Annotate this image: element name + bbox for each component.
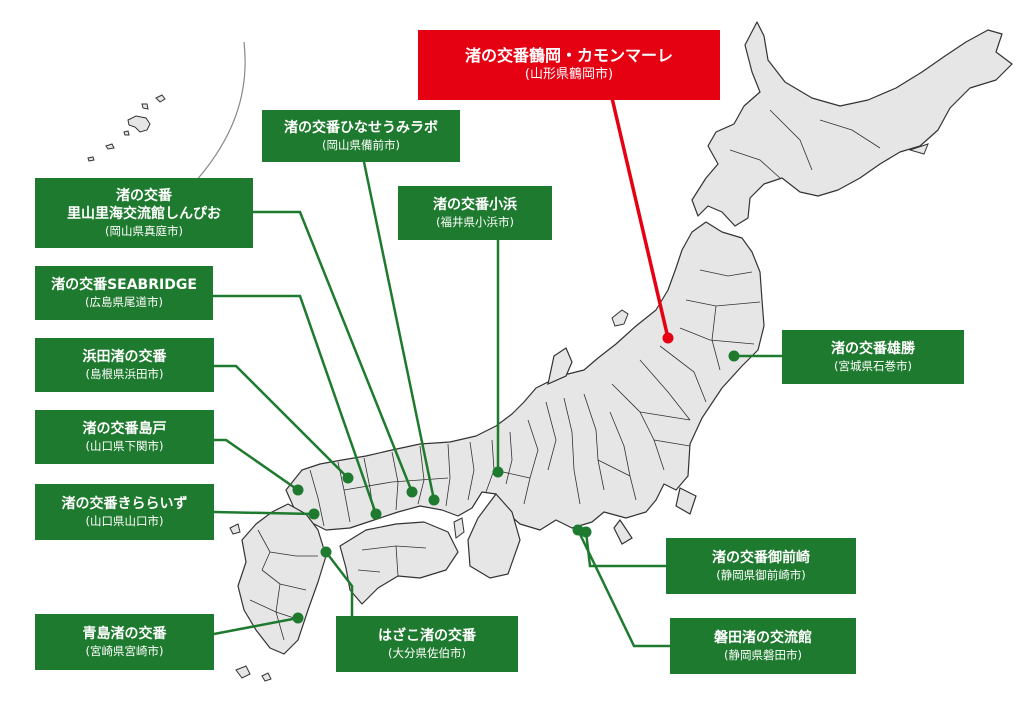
marker-seabridge — [370, 508, 382, 520]
label-seabridge: 渚の交番SEABRIDGE (広島県尾道市) — [35, 266, 213, 320]
label-name: 渚の交番小浜 — [433, 196, 517, 213]
marker-ogatsu — [728, 350, 740, 362]
label-omaezaki: 渚の交番御前崎 (静岡県御前崎市) — [666, 538, 856, 594]
marker-aoshima — [292, 612, 304, 624]
location-markers — [292, 332, 740, 624]
marker-hazako — [320, 546, 332, 558]
label-place: (山口県下関市) — [85, 438, 164, 453]
honshu — [285, 221, 765, 531]
okinawa-islands — [87, 94, 166, 162]
leader-line-shimado — [214, 438, 299, 492]
label-name: 渚の交番御前崎 — [712, 549, 810, 566]
label-place: (広島県尾道市) — [85, 294, 163, 309]
label-hazako: はざこ渚の交番 (大分県佐伯市) — [336, 616, 518, 672]
label-shinpio: 渚の交番 里山里海交流館しんぴお (岡山県真庭市) — [35, 178, 253, 248]
hokkaido — [691, 21, 1013, 227]
label-place: (大分県佐伯市) — [388, 645, 466, 660]
label-name: 渚の交番SEABRIDGE — [51, 276, 197, 293]
label-place: (宮城県石巻市) — [834, 358, 912, 373]
label-name: 渚の交番島戸 — [82, 420, 167, 437]
label-ogatsu: 渚の交番雄勝 (宮城県石巻市) — [782, 330, 964, 384]
marker-shimado — [292, 484, 304, 496]
shikoku — [339, 521, 459, 605]
label-name: 渚の交番鶴岡・カモンマーレ — [464, 46, 673, 66]
label-name-line2: 里山里海交流館しんぴお — [67, 205, 221, 222]
label-name: 渚の交番 — [116, 187, 172, 204]
leader-line-shinpio — [253, 210, 414, 493]
label-name: 渚の交番ひなせうみラボ — [284, 119, 438, 136]
label-name: 磐田渚の交流館 — [714, 629, 812, 646]
leader-line-kiraraizu — [213, 510, 315, 516]
label-obama: 渚の交番小浜 (福井県小浜市) — [398, 186, 552, 240]
marker-hinase — [428, 494, 440, 506]
kyushu — [237, 503, 327, 655]
label-iwata: 磐田渚の交流館 (静岡県磐田市) — [670, 618, 856, 674]
label-name: 青島渚の交番 — [82, 625, 167, 642]
label-place: (福井県小浜市) — [436, 214, 514, 229]
label-kiraraizu: 渚の交番きららいず (山口県山口市) — [35, 484, 214, 540]
leader-line-hazako — [325, 551, 354, 616]
label-place: (静岡県磐田市) — [724, 647, 802, 662]
label-place: (島根県浜田市) — [85, 366, 164, 381]
leader-line-hamada — [214, 364, 349, 479]
marker-hamada — [342, 472, 354, 484]
marker-obama — [492, 466, 504, 478]
label-tsuruoka: 渚の交番鶴岡・カモンマーレ (山形県鶴岡市) — [418, 30, 720, 100]
leader-line-aoshima — [213, 616, 299, 636]
label-name: 渚の交番きららいず — [61, 495, 188, 512]
marker-tsuruoka — [662, 332, 674, 344]
marker-iwata — [572, 524, 584, 536]
label-place: (山口県山口市) — [85, 513, 164, 528]
label-place: (静岡県御前崎市) — [716, 567, 806, 582]
label-hinase: 渚の交番ひなせうみラボ (岡山県備前市) — [262, 110, 460, 162]
leader-line-hinase — [362, 161, 436, 501]
label-aoshima: 青島渚の交番 (宮崎県宮崎市) — [35, 614, 214, 670]
leader-line-seabridge — [213, 294, 378, 515]
label-place: (宮崎県宮崎市) — [85, 643, 164, 658]
label-name: 渚の交番雄勝 — [831, 340, 915, 357]
marker-shinpio — [406, 486, 418, 498]
leader-line-iwata — [576, 529, 670, 648]
leader-line-tsuruoka — [610, 97, 670, 339]
leader-lines — [213, 97, 782, 648]
label-place: (山形県鶴岡市) — [524, 66, 614, 82]
label-name: はざこ渚の交番 — [378, 627, 476, 644]
label-hamada: 浜田渚の交番 (島根県浜田市) — [35, 338, 214, 392]
label-shimado: 渚の交番島戸 (山口県下関市) — [35, 410, 214, 464]
marker-kiraraizu — [308, 508, 320, 520]
label-place: (岡山県備前市) — [322, 137, 400, 152]
label-name: 浜田渚の交番 — [82, 348, 167, 365]
leader-line-omaezaki — [584, 531, 666, 568]
label-place: (岡山県真庭市) — [105, 223, 183, 238]
okinawa-inset-line — [194, 41, 246, 183]
